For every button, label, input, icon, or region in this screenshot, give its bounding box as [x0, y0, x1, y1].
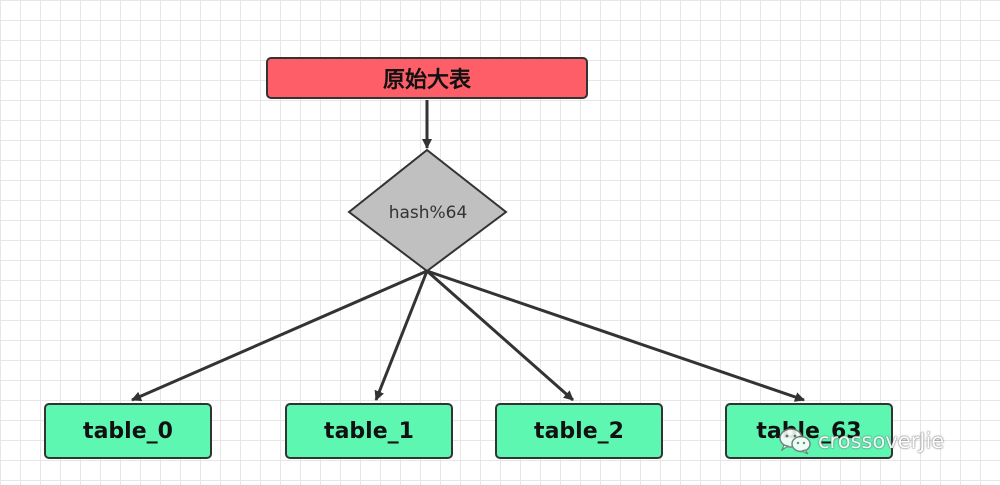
- table-node-0: table_0: [44, 403, 212, 459]
- root-table-label: 原始大表: [382, 68, 471, 93]
- hash-decision-text: hash%64: [388, 203, 468, 223]
- edge-hash-to-table-1: [374, 270, 429, 401]
- edge-hash-to-table-2: [426, 269, 574, 402]
- table-node-label: table_0: [83, 418, 173, 444]
- wechat-icon: [779, 428, 811, 455]
- edge-hash-to-table-0: [131, 269, 428, 402]
- watermark-text: crossoverJie: [818, 429, 945, 453]
- watermark: crossoverJie: [778, 425, 944, 457]
- hash-decision-label: hash%64: [350, 196, 506, 230]
- table-node-1: table_1: [285, 403, 453, 459]
- table-node-2: table_2: [495, 403, 663, 459]
- table-node-label: table_1: [324, 418, 414, 444]
- edge-hash-to-table-63: [426, 269, 805, 402]
- root-table-node: 原始大表: [266, 57, 588, 99]
- table-node-label: table_2: [534, 418, 624, 444]
- table-node-63: table_63: [725, 403, 893, 459]
